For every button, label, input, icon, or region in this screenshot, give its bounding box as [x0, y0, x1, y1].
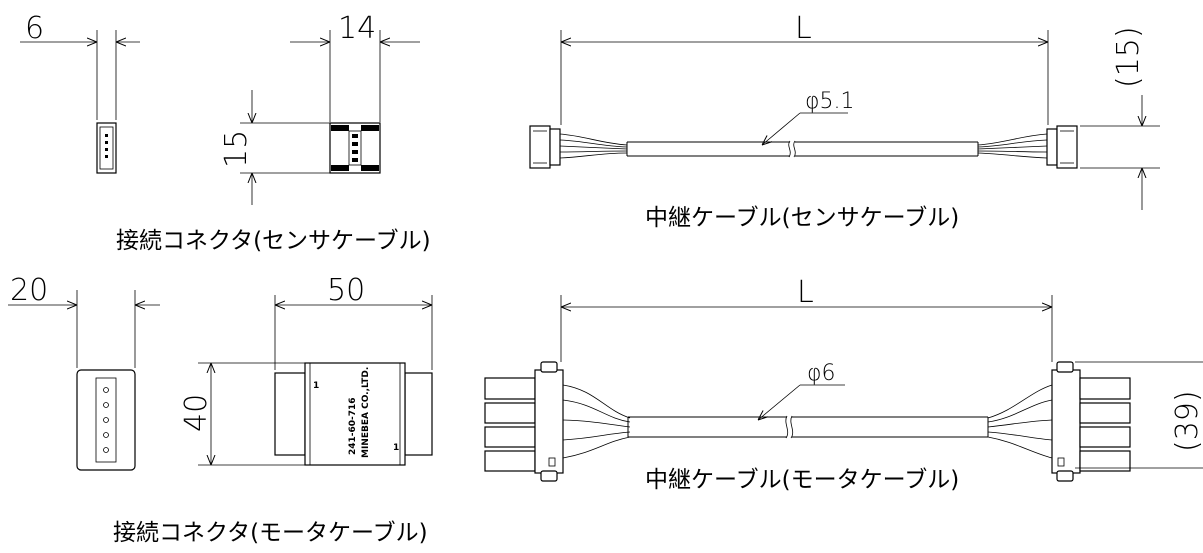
sensor-connector-side-view — [240, 30, 420, 205]
motor-connector-part-number: 241-60-716 — [348, 397, 358, 455]
sensor-cable-diameter-dim: φ5.1 — [805, 89, 855, 114]
motor-connector-height-dim: 40 — [179, 394, 214, 432]
motor-cable-length-dim: L — [797, 275, 814, 310]
sensor-cable-height-dim: (15) — [1111, 26, 1146, 88]
motor-cable-diameter-dim: φ6 — [807, 361, 836, 386]
motor-connector-front-view — [8, 290, 160, 471]
motor-connector-width-dim: 20 — [10, 273, 48, 308]
motor-connector-side-view — [198, 295, 433, 466]
motor-connector-maker: MINEBEA CO.,LTD. — [361, 367, 371, 458]
motor-connector-pin-mark-bottom: 1 — [393, 443, 399, 453]
sensor-connector-height-dim: 15 — [219, 130, 254, 168]
motor-connector-pin-mark-top: 1 — [313, 381, 319, 391]
sensor-cable-caption: 中継ケーブル(センサケーブル) — [645, 205, 959, 231]
sensor-cable-length-dim: L — [795, 11, 812, 46]
sensor-connector-width-dim: 6 — [25, 11, 44, 46]
motor-cable-drawing — [484, 295, 1203, 482]
sensor-cable-drawing — [529, 30, 1160, 210]
motor-connector-caption: 接続コネクタ(モータケーブル) — [113, 520, 428, 546]
sensor-connector-front-view — [20, 30, 140, 174]
motor-connector-length-dim: 50 — [327, 273, 365, 308]
sensor-connector-caption: 接続コネクタ(センサケーブル) — [116, 228, 431, 254]
motor-cable-height-dim: (39) — [1170, 390, 1203, 452]
sensor-connector-length-dim: 14 — [338, 11, 376, 46]
motor-cable-caption: 中継ケーブル(モータケーブル) — [645, 467, 959, 493]
